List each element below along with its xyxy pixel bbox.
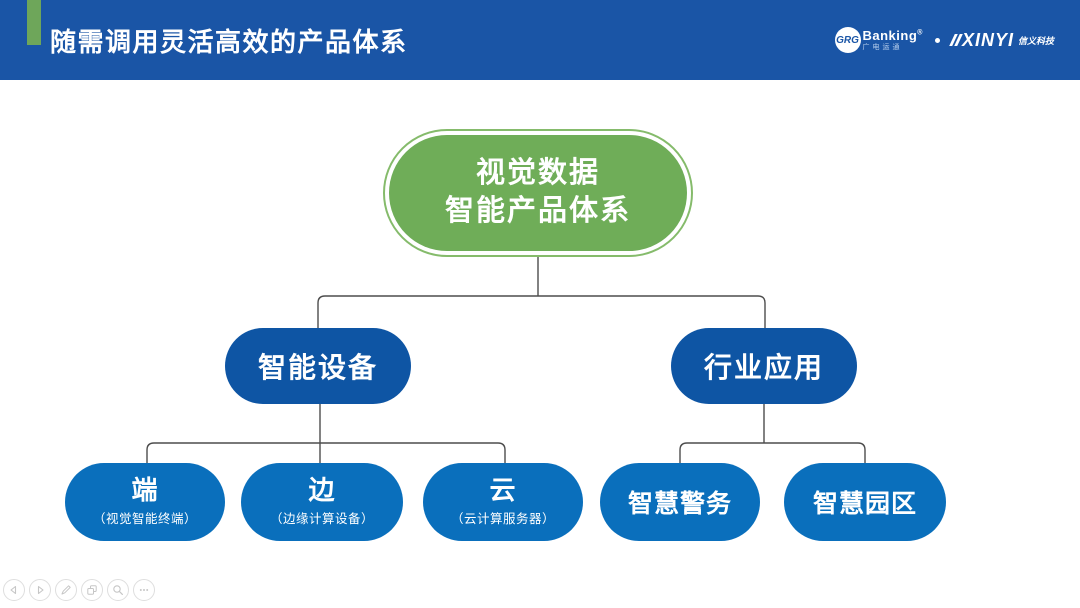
- pen-icon: [61, 585, 71, 595]
- node-terminal: 端 （视觉智能终端）: [65, 463, 225, 541]
- previous-slide-button[interactable]: [3, 579, 25, 601]
- magnifier-icon: [113, 585, 123, 595]
- root-node-vision-data-system: 视觉数据 智能产品体系: [383, 129, 693, 257]
- header-accent-bar: [27, 0, 41, 45]
- node-smart-devices: 智能设备: [225, 328, 411, 404]
- grg-banking-logo: GRG Banking® 广电运通: [834, 27, 923, 53]
- next-arrow-icon: [37, 585, 44, 595]
- slide-header: 随需调用灵活高效的产品体系 GRG Banking® 广电运通 XINYI 信义…: [0, 0, 1080, 80]
- node-title: 云: [489, 475, 517, 506]
- registered-mark: ®: [917, 29, 923, 37]
- slides-icon: [87, 585, 97, 595]
- slide-title: 随需调用灵活高效的产品体系: [50, 26, 408, 57]
- node-label: 行业应用: [703, 352, 824, 383]
- node-subtitle: （云计算服务器）: [450, 511, 555, 526]
- node-label: 智慧园区: [812, 490, 917, 518]
- grg-logo-name: Banking: [862, 28, 918, 43]
- node-cloud: 云 （云计算服务器）: [423, 463, 583, 541]
- node-label: 智慧警务: [627, 490, 732, 518]
- xinyi-slashes-icon: [949, 34, 963, 46]
- more-dots-icon: [139, 589, 149, 591]
- zoom-tool-button[interactable]: [107, 579, 129, 601]
- logo-separator-dot: [934, 37, 940, 43]
- slides-panel-button[interactable]: [81, 579, 103, 601]
- node-subtitle: （视觉智能终端）: [92, 511, 197, 526]
- presenter-toolbar: [3, 579, 155, 601]
- header-logos: GRG Banking® 广电运通 XINYI 信义科技: [834, 0, 1054, 80]
- root-node-line2: 智能产品体系: [444, 195, 631, 227]
- node-title: 端: [131, 475, 159, 506]
- next-slide-button[interactable]: [29, 579, 51, 601]
- node-smart-park: 智慧园区: [784, 463, 946, 541]
- node-industry-applications: 行业应用: [671, 328, 857, 404]
- node-title: 边: [308, 475, 336, 506]
- node-smart-policing: 智慧警务: [600, 463, 760, 541]
- node-edge: 边 （边缘计算设备）: [241, 463, 403, 541]
- node-subtitle: （边缘计算设备）: [269, 511, 374, 526]
- pen-tool-button[interactable]: [55, 579, 77, 601]
- xinyi-logo-subtitle: 信义科技: [1017, 35, 1054, 46]
- grg-logo-subtitle: 广电运通: [862, 44, 903, 51]
- root-node-line1: 视觉数据: [475, 157, 600, 190]
- xinyi-logo-name: XINYI: [961, 29, 1014, 50]
- grg-logo-icon: GRG: [834, 27, 861, 53]
- node-label: 智能设备: [257, 352, 378, 383]
- previous-arrow-icon: [10, 585, 17, 595]
- more-options-button[interactable]: [133, 579, 155, 601]
- xinyi-logo: XINYI 信义科技: [949, 29, 1054, 51]
